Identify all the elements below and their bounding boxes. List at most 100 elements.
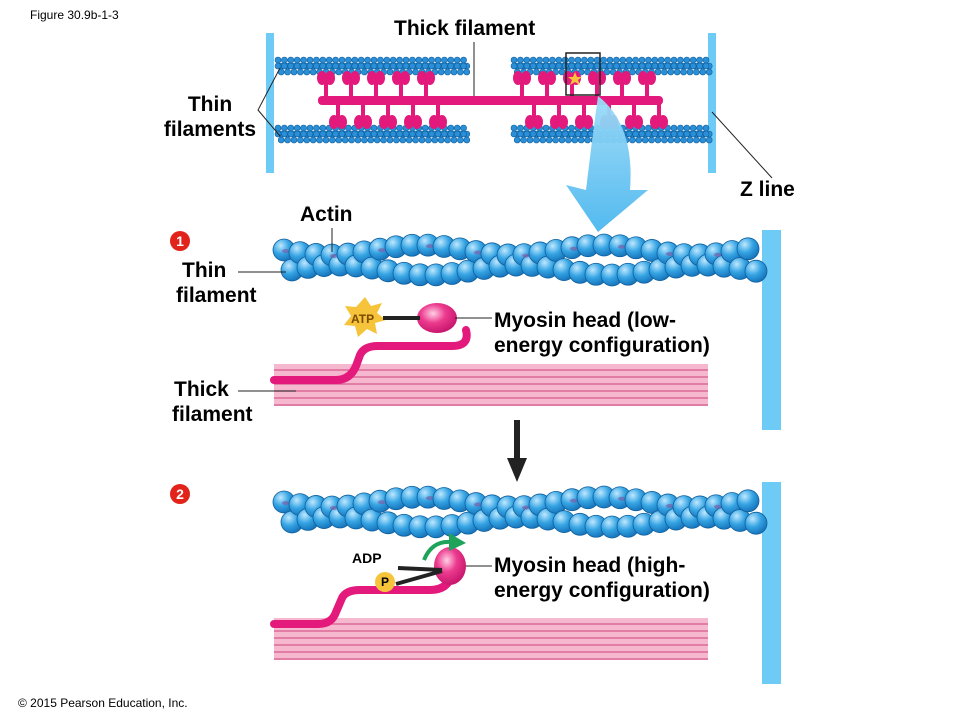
actin-bead-small (651, 56, 659, 64)
actin-bead-small (412, 68, 419, 76)
actin-bead-small (293, 124, 301, 132)
actin-bead-small (396, 56, 403, 64)
actin-bead-small (510, 62, 518, 70)
actin-bead-small (664, 130, 671, 138)
myosin-head-small (437, 115, 447, 129)
actin-bead-small (418, 136, 426, 144)
actin-bead-small (683, 130, 691, 138)
actin-bead-small (415, 130, 423, 138)
actin-bead-small (625, 56, 633, 64)
actin-bead-small (574, 56, 582, 64)
actin-bead-small (409, 130, 416, 138)
actin-bead-small (555, 62, 563, 70)
actin-bead-small (325, 130, 333, 138)
actin-bead-small (689, 130, 697, 138)
binding-site (666, 503, 674, 508)
actin-bead-small (673, 68, 681, 76)
adp-label: ADP (352, 550, 382, 566)
actin-bead-small (574, 130, 582, 138)
myosin-head-small (342, 71, 352, 85)
binding-site (282, 249, 290, 253)
binding-site (330, 505, 338, 510)
actin-bead-small (351, 62, 359, 70)
actin-bead (744, 259, 768, 283)
actin-bead-small (428, 130, 435, 138)
actin-bead-small (689, 62, 697, 70)
actin-bead-small (281, 130, 288, 138)
actin-bead-small (428, 56, 435, 64)
actin-bead-small (434, 56, 442, 64)
actin-bead-small (606, 62, 614, 70)
actin-bead-small (693, 68, 700, 76)
actin-bead-small (303, 136, 311, 144)
myosin-head-small (558, 115, 568, 129)
actin-bead-small (332, 62, 339, 70)
actin-bead-small (542, 56, 550, 64)
actin-bead-small (437, 136, 445, 144)
actin-bead-small (434, 130, 442, 138)
actin-bead-small (702, 124, 710, 132)
actin-bead-small (412, 136, 419, 144)
actin-bead-small (568, 124, 575, 132)
actin-bead-small (529, 130, 537, 138)
myosin-head-small (646, 71, 656, 85)
myosin-head-small (404, 115, 414, 129)
actin-bead-small (545, 136, 553, 144)
actin-bead-small (447, 56, 455, 64)
actin-bead-small (421, 124, 429, 132)
actin-bead-small (568, 56, 575, 64)
actin-bead-small (361, 68, 368, 76)
step1-panel (238, 228, 781, 430)
thick-filament-label-line2: filament (172, 403, 253, 426)
myosin-head-small (400, 71, 410, 85)
actin-bead-small (683, 56, 691, 64)
actin-bead-small (370, 62, 378, 70)
actin-bead-small (680, 68, 687, 76)
actin-bead-small (686, 68, 694, 76)
actin-bead-small (306, 124, 314, 132)
actin-bead-small (396, 130, 403, 138)
actin-bead-small (383, 62, 391, 70)
myosin-head-small (550, 115, 560, 129)
actin-bead-small (357, 62, 365, 70)
actin-bead-small (450, 136, 458, 144)
actin-bead-small (402, 56, 410, 64)
actin-bead-small (335, 68, 343, 76)
myosin-head-small (329, 115, 339, 129)
actin-bead-small (325, 56, 333, 64)
copyright: © 2015 Pearson Education, Inc. (18, 696, 188, 710)
actin-bead-small (539, 136, 547, 144)
actin-bead-small (287, 124, 295, 132)
actin-bead-small (645, 56, 652, 64)
myosin-head-small (367, 71, 377, 85)
actin-bead-small (686, 136, 694, 144)
binding-site (426, 244, 434, 249)
myosin-head-step2 (434, 547, 466, 585)
actin-bead-small (274, 124, 282, 132)
actin-bead-small (396, 124, 403, 132)
thin-filament-label-line1: Thin (182, 259, 227, 282)
thick-filament-stripes-step1 (274, 369, 708, 406)
z-line-label: Z line (740, 178, 795, 201)
actin-bead-small (357, 56, 365, 64)
actin-bead-small (351, 130, 359, 138)
actin-bead-small (425, 136, 432, 144)
actin-bead-small (389, 62, 397, 70)
actin-bead-small (523, 130, 531, 138)
actin-bead-small (399, 136, 407, 144)
actin-bead-small (677, 124, 684, 132)
actin-bead-small (696, 62, 703, 70)
p-label: P (381, 575, 390, 589)
actin-label: Actin (300, 203, 353, 226)
myosin-head-small (525, 115, 535, 129)
actin-bead-small (696, 124, 703, 132)
actin-bead-small (284, 136, 291, 144)
actin-bead-small (549, 62, 556, 70)
actin-bead-small (453, 124, 461, 132)
actin-bead-small (345, 124, 352, 132)
actin-bead-small (393, 136, 400, 144)
actin-bead (736, 237, 760, 261)
adp-binding-line (397, 566, 443, 572)
actin-bead-small (274, 56, 282, 64)
